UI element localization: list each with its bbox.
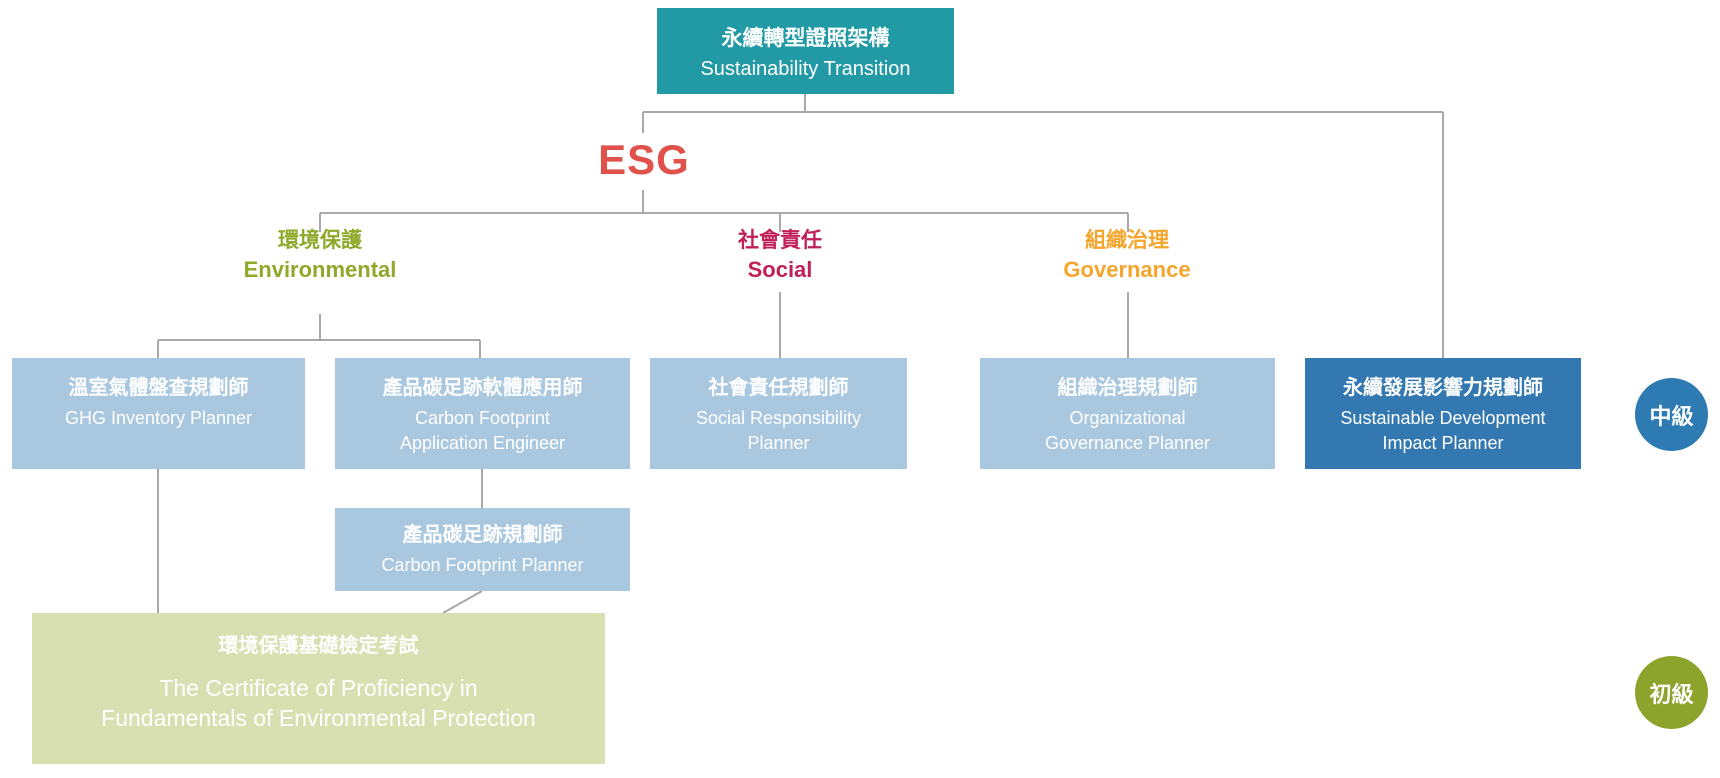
level-badge-intermediate: 中級: [1635, 378, 1708, 451]
cert-governance-title-zh: 組織治理規劃師: [1057, 377, 1198, 399]
pillar-governance-zh: 組織治理: [1085, 229, 1169, 252]
cert-carbon-footprint-application-engineer: 產品碳足跡軟體應用師 Carbon Footprint Application …: [335, 358, 630, 469]
cert-social-title-zh: 社會責任規劃師: [708, 377, 849, 399]
cert-ghg-inventory-planner: 溫室氣體盤查規劃師 GHG Inventory Planner: [12, 358, 305, 469]
cert-sdi-title-zh: 永續發展影響力規劃師: [1343, 377, 1543, 399]
cert-foundation-title-en: The Certificate of Proficiency in Fundam…: [101, 675, 536, 731]
cert-sdi-title-en: Sustainable Development Impact Planner: [1340, 408, 1546, 453]
cert-foundation-exam: 環境保護基礎檢定考試 The Certificate of Proficienc…: [32, 613, 605, 764]
pillar-governance-en: Governance: [1063, 257, 1191, 282]
pillar-social-zh: 社會責任: [738, 229, 822, 252]
esg-label: ESG: [598, 136, 690, 183]
cert-social-responsibility-planner: 社會責任規劃師 Social Responsibility Planner: [650, 358, 907, 469]
level-beginner-label: 初級: [1649, 681, 1694, 707]
cert-ghg-title-en: GHG Inventory Planner: [64, 408, 253, 428]
cert-cfapp-title-en: Carbon Footprint Application Engineer: [399, 408, 566, 453]
pillar-social-en: Social: [747, 257, 813, 282]
root-title-zh: 永續轉型證照架構: [721, 27, 890, 50]
level-intermediate-label: 中級: [1649, 403, 1694, 429]
pillar-social: 社會責任 Social: [655, 226, 905, 285]
pillar-environmental-zh: 環境保護: [278, 229, 362, 252]
pillar-environmental: 環境保護 Environmental: [195, 226, 445, 285]
cert-ghg-title-zh: 溫室氣體盤查規劃師: [68, 377, 249, 399]
cert-social-title-en: Social Responsibility Planner: [695, 408, 862, 453]
pillar-governance: 組織治理 Governance: [1002, 226, 1252, 285]
cert-foundation-title-zh: 環境保護基礎檢定考試: [218, 635, 419, 657]
cert-cfp-title-zh: 產品碳足跡規劃師: [402, 524, 563, 546]
cert-organizational-governance-planner: 組織治理規劃師 Organizational Governance Planne…: [980, 358, 1275, 469]
root-title-en: Sustainability Transition: [700, 58, 911, 80]
cert-cfapp-title-zh: 產品碳足跡軟體應用師: [382, 377, 583, 399]
level-badge-beginner: 初級: [1635, 656, 1708, 729]
cert-cfp-title-en: Carbon Footprint Planner: [381, 555, 584, 575]
root-node-sustainability-transition: 永續轉型證照架構 Sustainability Transition: [657, 8, 954, 94]
cert-governance-title-en: Organizational Governance Planner: [1044, 408, 1211, 453]
cert-sustainable-development-impact-planner: 永續發展影響力規劃師 Sustainable Development Impac…: [1305, 358, 1581, 469]
cert-carbon-footprint-planner: 產品碳足跡規劃師 Carbon Footprint Planner: [335, 508, 630, 591]
pillar-environmental-en: Environmental: [243, 257, 397, 282]
